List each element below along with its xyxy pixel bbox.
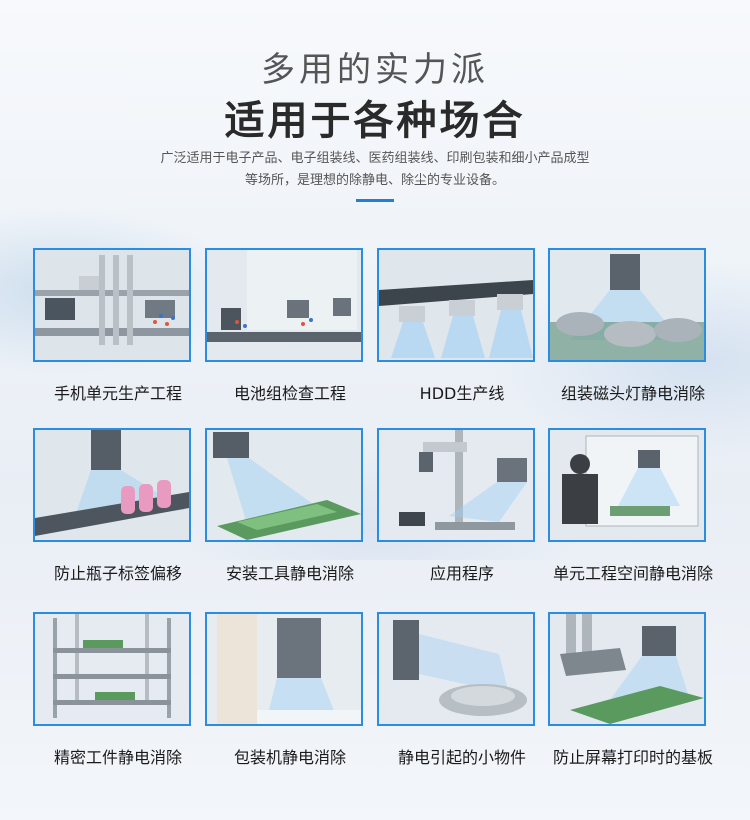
application-image [377,428,535,542]
tool-install-illustration [207,430,361,540]
application-label: 防止屏幕打印时的基板 [552,748,713,767]
battery-inspection-illustration [207,250,361,360]
phone-assembly-illustration [35,250,189,360]
application-label: 防止瓶子标签偏移 [53,564,182,583]
application-label: 组装磁头灯静电消除 [560,384,705,403]
application-card[interactable]: 组装磁头灯静电消除 [548,248,718,403]
cell-space-illustration [550,430,704,540]
application-label: HDD生产线 [419,384,505,403]
description-line-2: 等场所，是理想的除静电、除尘的专业设备。 [244,173,505,188]
bottle-label-illustration [35,430,189,540]
section-title: 适用于各种场合 [224,98,526,144]
description-line-1: 广泛适用于电子产品、电子组装线、医药组装线、印刷包装和细小产品成型 [160,151,590,166]
packaging-machine-illustration [207,614,361,724]
application-card[interactable]: HDD生产线 [377,248,547,403]
screen-print-board-illustration [550,614,704,724]
application-illustration [379,430,533,540]
small-parts-image [377,612,535,726]
battery-inspection-image [205,248,363,362]
application-label: 电池组检查工程 [233,384,346,403]
screen-print-board-image [548,612,706,726]
application-label: 安装工具静电消除 [225,564,354,583]
phone-assembly-line-image [33,248,191,362]
hdd-production-image [377,248,535,362]
application-card[interactable]: 防止屏幕打印时的基板 [548,612,718,767]
title-divider [356,199,394,202]
lamp-assembly-illustration [550,250,704,360]
application-label: 手机单元生产工程 [53,384,182,403]
application-card[interactable]: 精密工件静电消除 [33,612,203,767]
application-card[interactable]: 安装工具静电消除 [205,428,375,583]
application-label: 静电引起的小物件 [397,748,526,767]
precision-workpiece-illustration [35,614,189,724]
application-card[interactable]: 单元工程空间静电消除 [548,428,718,583]
application-label: 应用程序 [429,564,494,583]
application-card[interactable]: 防止瓶子标签偏移 [33,428,203,583]
application-card[interactable]: 包装机静电消除 [205,612,375,767]
lamp-assembly-image [548,248,706,362]
application-label: 包装机静电消除 [233,748,346,767]
precision-workpiece-image [33,612,191,726]
application-label: 单元工程空间静电消除 [552,564,713,583]
cell-space-image [548,428,706,542]
application-card[interactable]: 静电引起的小物件 [377,612,547,767]
hdd-production-illustration [379,250,533,360]
bottle-label-image [33,428,191,542]
application-card[interactable]: 电池组检查工程 [205,248,375,403]
application-label: 精密工件静电消除 [53,748,182,767]
tool-install-image [205,428,363,542]
small-parts-illustration [379,614,533,724]
packaging-machine-image [205,612,363,726]
application-card[interactable]: 手机单元生产工程 [33,248,203,403]
section-subtitle: 多用的实力派 [261,50,489,90]
section-description: 广泛适用于电子产品、电子组装线、医药组装线、印刷包装和细小产品成型 等场所，是理… [0,148,750,192]
application-card[interactable]: 应用程序 [377,428,547,583]
